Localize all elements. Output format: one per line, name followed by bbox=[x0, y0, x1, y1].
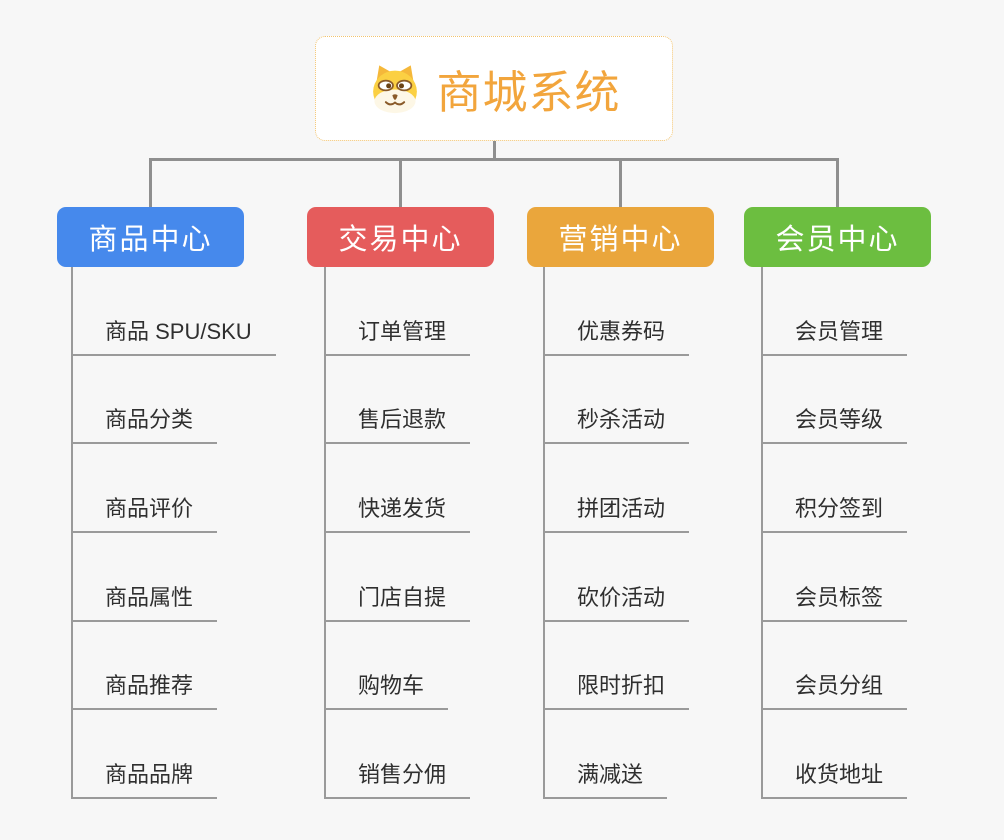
root-title: 商城系统 bbox=[436, 67, 621, 118]
child-node[interactable]: 商品属性 bbox=[71, 580, 218, 622]
child-node[interactable]: 售后退款 bbox=[324, 402, 471, 445]
child-node[interactable]: 砍价活动 bbox=[543, 580, 690, 622]
child-node[interactable]: 商品推荐 bbox=[71, 668, 218, 711]
child-node[interactable]: 销售分佣 bbox=[324, 757, 471, 800]
branch-connector-line bbox=[324, 267, 326, 799]
child-node[interactable]: 满减送 bbox=[543, 757, 668, 800]
branch-connector-line bbox=[71, 267, 73, 799]
branch-children-column: 订单管理 售后退款 快递发货 门店自提 购物车 销售分佣 bbox=[324, 267, 471, 800]
branch-children-column: 商品 SPU/SKU 商品分类 商品评价 商品属性 商品推荐 商品品牌 bbox=[71, 267, 276, 800]
shiba-dog-icon bbox=[373, 64, 418, 113]
child-node[interactable]: 商品评价 bbox=[71, 491, 218, 534]
child-node[interactable]: 优惠券码 bbox=[543, 314, 690, 356]
branch-node-member-center[interactable]: 会员中心 bbox=[744, 207, 931, 267]
child-node[interactable]: 拼团活动 bbox=[543, 491, 690, 534]
root-node[interactable]: 商城系统 bbox=[315, 36, 673, 141]
branch-children-column: 会员管理 会员等级 积分签到 会员标签 会员分组 收货地址 bbox=[761, 267, 908, 800]
branch-connector-line bbox=[761, 267, 763, 799]
child-node[interactable]: 秒杀活动 bbox=[543, 402, 690, 445]
child-node[interactable]: 商品品牌 bbox=[71, 757, 218, 800]
child-node[interactable]: 订单管理 bbox=[324, 314, 471, 356]
connector-bus bbox=[149, 158, 839, 161]
child-node[interactable]: 商品 SPU/SKU bbox=[71, 314, 276, 356]
child-node[interactable]: 积分签到 bbox=[761, 491, 908, 534]
connector-drop bbox=[619, 160, 622, 207]
root-connector-stem bbox=[493, 141, 496, 160]
child-node[interactable]: 购物车 bbox=[324, 668, 449, 711]
branch-node-marketing-center[interactable]: 营销中心 bbox=[527, 207, 714, 267]
branch-children-column: 优惠券码 秒杀活动 拼团活动 砍价活动 限时折扣 满减送 bbox=[543, 267, 690, 800]
child-node[interactable]: 会员管理 bbox=[761, 314, 908, 356]
child-node[interactable]: 会员等级 bbox=[761, 402, 908, 445]
child-node[interactable]: 门店自提 bbox=[324, 580, 471, 622]
child-node[interactable]: 快递发货 bbox=[324, 491, 471, 534]
child-node[interactable]: 收货地址 bbox=[761, 757, 908, 800]
branch-connector-line bbox=[543, 267, 545, 799]
connector-drop bbox=[149, 160, 152, 207]
branch-node-trade-center[interactable]: 交易中心 bbox=[307, 207, 494, 267]
connector-drop bbox=[399, 160, 402, 207]
branch-node-product-center[interactable]: 商品中心 bbox=[57, 207, 244, 267]
connector-drop bbox=[836, 160, 839, 207]
child-node[interactable]: 限时折扣 bbox=[543, 668, 690, 711]
child-node[interactable]: 会员分组 bbox=[761, 668, 908, 711]
child-node[interactable]: 会员标签 bbox=[761, 580, 908, 622]
child-node[interactable]: 商品分类 bbox=[71, 402, 218, 445]
